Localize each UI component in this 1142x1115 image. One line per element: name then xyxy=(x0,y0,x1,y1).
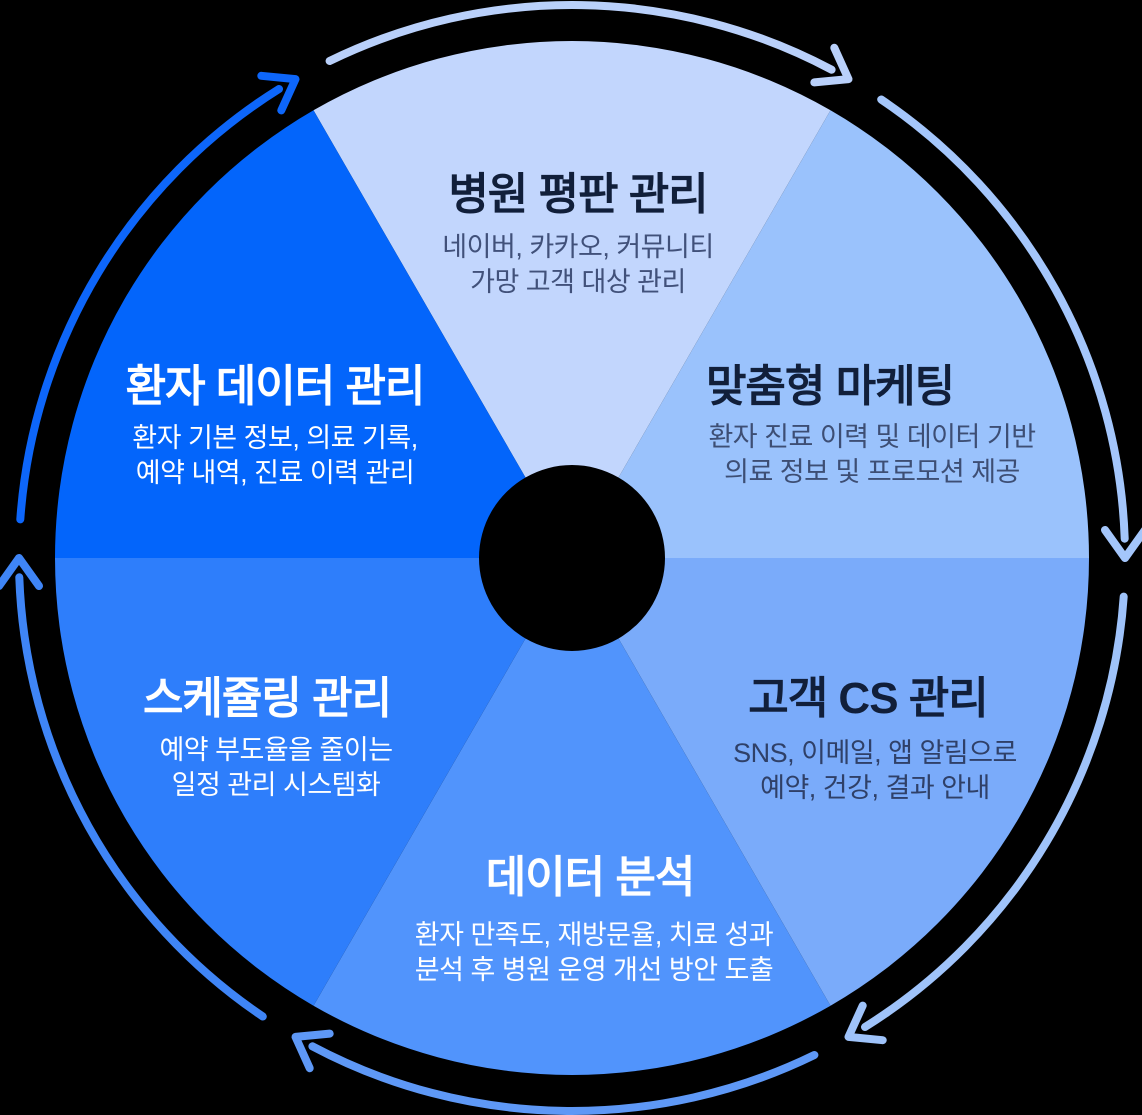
ring-arrowhead-lower-right xyxy=(844,1001,887,1045)
wheel-segment-lower-left xyxy=(55,558,526,1006)
desc-line: 네이버, 카카오, 커뮤니티 xyxy=(442,232,714,262)
wheel-segment-upper-left xyxy=(55,110,526,559)
segment-desc-customer-cs: SNS, 이메일, 앱 알림으로 예약, 건강, 결과 안내 xyxy=(733,736,1017,806)
desc-line: 의료 정보 및 프로모션 제공 xyxy=(724,457,1020,487)
ring-arrowhead-bottom xyxy=(291,1029,334,1073)
desc-line: 분석 후 병원 운영 개선 방안 도출 xyxy=(414,955,774,985)
segment-desc-scheduling: 예약 부도율을 줄이는 일정 관리 시스템화 xyxy=(159,733,393,803)
ring-arc-upper-right xyxy=(877,95,1129,543)
ring-arc-lower-right xyxy=(861,592,1128,1031)
ring-arc-top xyxy=(325,1,836,74)
ring-arrowhead-upper-right xyxy=(1101,526,1142,562)
segment-title-targeted-marketing: 맞춤형 마케팅 xyxy=(705,362,955,411)
segment-desc-hospital-reputation: 네이버, 카카오, 커뮤니티 가망 고객 대상 관리 xyxy=(442,230,714,300)
desc-line: 가망 고객 대상 관리 xyxy=(470,267,686,297)
desc-line: 예약 내역, 진료 이력 관리 xyxy=(135,458,415,488)
ring-arc-lower-left xyxy=(15,573,267,1021)
desc-line: 일정 관리 시스템화 xyxy=(171,770,381,800)
segment-desc-patient-data: 환자 기본 정보, 의료 기록, 예약 내역, 진료 이력 관리 xyxy=(132,421,418,491)
wheel-segment-upper-right xyxy=(618,110,1089,559)
segment-title-patient-data: 환자 데이터 관리 xyxy=(125,362,426,411)
desc-line: 환자 만족도, 재방문율, 치료 성과 xyxy=(414,920,774,950)
wheel-segment-lower-right xyxy=(618,558,1089,1006)
segment-title-hospital-reputation: 병원 평판 관리 xyxy=(448,170,708,219)
segment-desc-targeted-marketing: 환자 진료 이력 및 데이터 기반 의료 정보 및 프로모션 제공 xyxy=(708,420,1036,490)
desc-line: 예약 부도율을 줄이는 xyxy=(159,735,393,765)
desc-line: 예약, 건강, 결과 안내 xyxy=(760,773,990,803)
segment-title-data-analysis: 데이터 분석 xyxy=(485,853,696,902)
segment-desc-data-analysis: 환자 만족도, 재방문율, 치료 성과 분석 후 병원 운영 개선 방안 도출 xyxy=(414,918,774,988)
wheel-segment-top xyxy=(313,41,831,478)
ring-arc-bottom xyxy=(308,1042,819,1115)
desc-line: 환자 진료 이력 및 데이터 기반 xyxy=(708,422,1036,452)
wheel-segment-bottom xyxy=(313,638,831,1075)
ring-arc-upper-left xyxy=(16,85,283,524)
desc-line: SNS, 이메일, 앱 알림으로 xyxy=(733,738,1017,768)
desc-line: 환자 기본 정보, 의료 기록, xyxy=(132,423,418,453)
ring-arrowhead-lower-left xyxy=(0,554,43,590)
ring-arrowhead-upper-left xyxy=(257,71,300,115)
segment-title-customer-cs: 고객 CS 관리 xyxy=(748,674,988,723)
segment-title-scheduling: 스케쥴링 관리 xyxy=(142,674,392,723)
ring-arrowhead-top xyxy=(810,43,853,87)
